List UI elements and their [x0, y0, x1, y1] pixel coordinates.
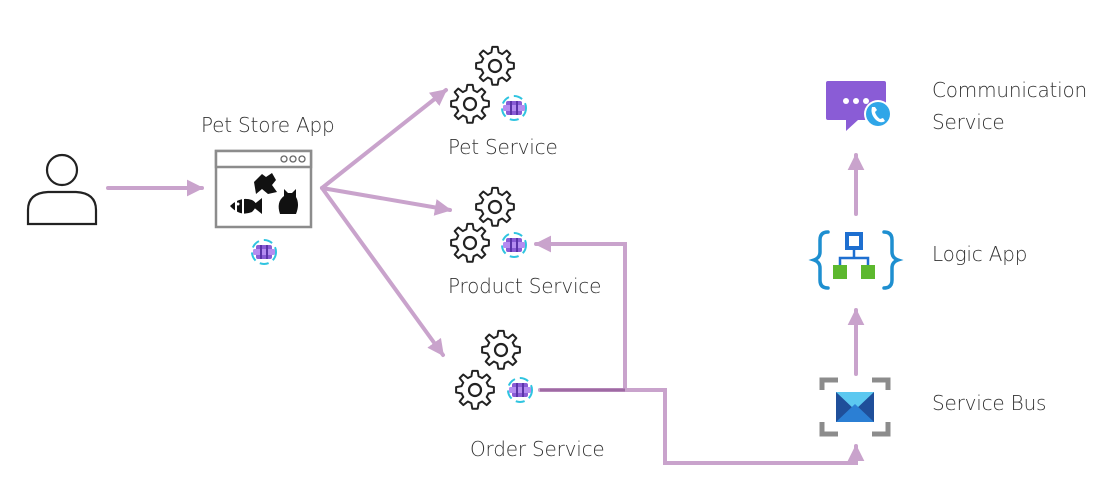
dapr-sidecar-icon — [251, 239, 277, 265]
dapr-sidecar-icon — [501, 95, 527, 121]
connector-app-to-order-service — [320, 186, 445, 357]
pet-service-label: Pet Service — [448, 135, 558, 159]
order-service-label: Order Service — [470, 437, 605, 461]
dapr-sidecar-icon — [507, 377, 533, 403]
pet-store-app-label: Pet Store App — [201, 113, 335, 137]
dapr-sidecar-icon — [501, 232, 527, 258]
connector-order-to-product-service — [534, 235, 627, 392]
communication-service-label: Communication Service — [932, 78, 1088, 134]
connector-app-to-product-service — [320, 186, 452, 216]
pet-service-gears-icon — [450, 45, 516, 124]
product-service-label: Product Service — [448, 274, 602, 298]
service-bus-label: Service Bus — [932, 391, 1047, 415]
chat-phone-icon — [826, 81, 892, 131]
logic-app-braces-icon — [808, 230, 904, 290]
user-outline-icon — [26, 153, 98, 226]
web-browser-window-icon — [214, 149, 313, 229]
connector-app-to-pet-service — [320, 88, 448, 190]
logic-app-label: Logic App — [932, 242, 1028, 266]
service-bus-envelope-icon — [819, 377, 891, 437]
